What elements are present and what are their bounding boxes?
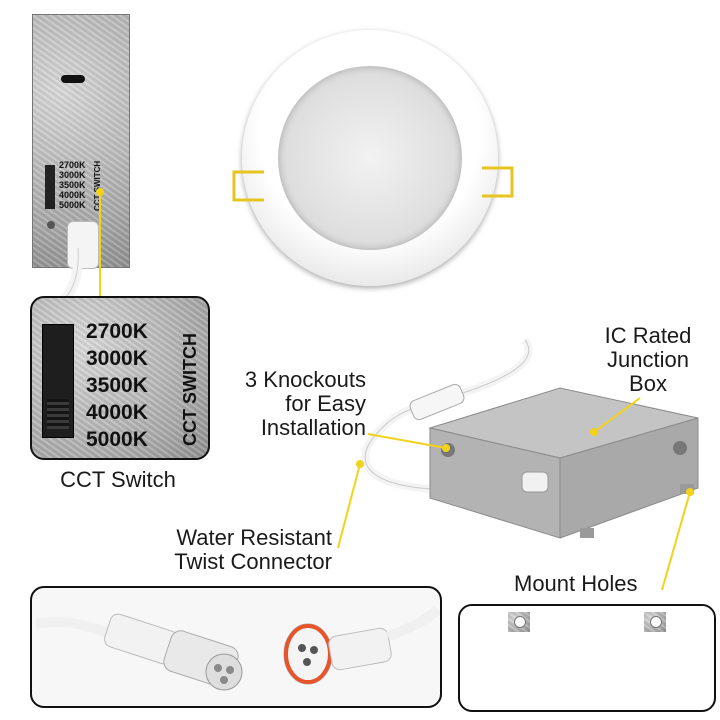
mount-tab-left: [508, 612, 530, 632]
mount-hole-icon: [514, 616, 526, 628]
mount-hole-icon: [650, 616, 662, 628]
spring-bracket-right: [482, 166, 514, 198]
panel-white-top: [460, 606, 714, 628]
twist-connector-line: Twist Connector: [174, 549, 332, 574]
spring-bracket-left: [232, 170, 264, 202]
cct-option: 3000K: [59, 170, 86, 180]
cct-option: 2700K: [86, 320, 148, 343]
cct-option: 4000K: [86, 401, 148, 424]
twist-connector-line: Water Resistant: [176, 525, 332, 550]
cct-switch-small: [45, 165, 55, 209]
junction-box-line: Box: [629, 371, 667, 396]
housing-slot: [61, 75, 85, 83]
driver-housing-photo: 2700K 3000K 3500K 4000K 5000K CCT SWITCH: [32, 14, 130, 269]
mount-holes-zoom-panel: [458, 604, 716, 712]
junction-box-line: IC Rated: [604, 323, 692, 348]
switch-slider: [47, 399, 69, 429]
downlight-lens: [278, 66, 462, 250]
cct-option-list-small: 2700K 3000K 3500K 4000K 5000K: [59, 160, 86, 210]
cct-option-list: 2700K 3000K 3500K 4000K 5000K: [86, 318, 148, 453]
knockouts-line: Installation: [260, 415, 366, 440]
knockouts-line: for Easy: [285, 391, 366, 416]
cct-switch-label: CCT Switch: [60, 467, 176, 492]
cct-option: 3500K: [86, 374, 148, 397]
mount-holes-label: Mount Holes: [514, 571, 638, 596]
junction-box-line: Junction: [607, 347, 689, 372]
knockouts-label: 3 Knockouts for Easy Installation: [190, 368, 366, 440]
junction-box-label: IC Rated Junction Box: [588, 324, 708, 396]
twist-connector-pair: [35, 606, 440, 691]
callout-line-cct: [96, 188, 104, 296]
cct-switch-zoom-panel: 2700K 3000K 3500K 4000K 5000K CCT SWITCH: [30, 296, 210, 460]
mount-tab-right: [644, 612, 666, 632]
cct-option: 5000K: [59, 200, 86, 210]
cct-slide-switch: [42, 324, 74, 438]
connector-zoom-panel: [30, 586, 442, 708]
knockouts-line: 3 Knockouts: [244, 367, 366, 392]
cct-option: 2700K: [59, 160, 86, 170]
cct-option: 3500K: [59, 180, 86, 190]
twist-connector-label: Water Resistant Twist Connector: [120, 526, 332, 574]
cct-option: 3000K: [86, 347, 148, 370]
cct-option: 4000K: [59, 190, 86, 200]
housing-screw: [47, 221, 55, 229]
cct-option: 5000K: [86, 428, 148, 451]
